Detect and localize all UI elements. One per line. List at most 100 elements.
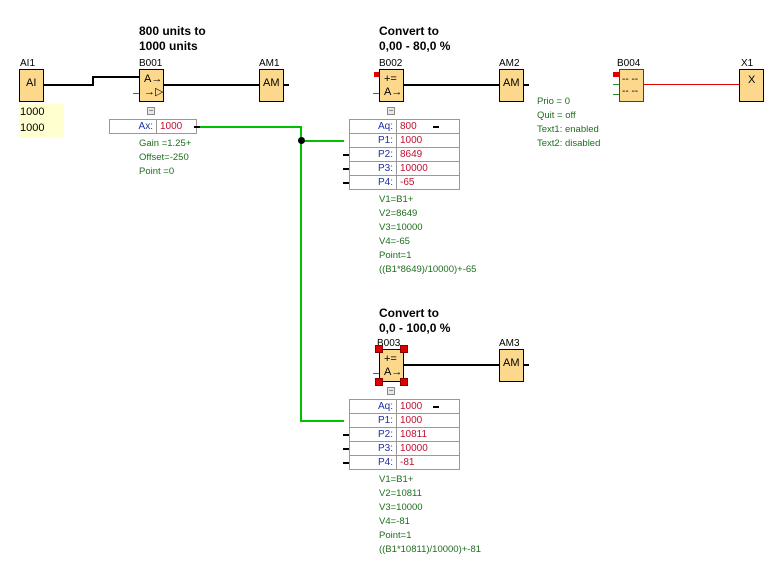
b001-info-offset: Offset=-250	[139, 152, 189, 163]
b001-comment: 800 units to 1000 units	[139, 24, 206, 54]
b001-block[interactable]: A→ →▷	[139, 69, 164, 102]
b001-info-point: Point =0	[139, 166, 175, 177]
b004-glyph-top: -- --	[622, 74, 639, 85]
param-key: P2:	[349, 147, 397, 162]
param-key: Aq:	[349, 119, 397, 134]
am2-label: AM2	[499, 58, 520, 69]
wire-to-b002-p1[interactable]	[300, 140, 344, 142]
b003-param-row-aq[interactable]: Aq:1000	[349, 399, 460, 414]
b002-glyph-bottom: A→	[384, 86, 403, 98]
b003-comment-line1: Convert to	[379, 306, 439, 320]
b002-param-row-p3[interactable]: P3:10000	[349, 161, 460, 176]
b001-param-row[interactable]: Ax: 1000	[109, 119, 197, 134]
b003-input-pin	[373, 373, 379, 374]
b002-param-table: Aq:800 P1:1000 P2:8649 P3:10000 P4:-65	[349, 119, 460, 190]
b003-param-table: Aq:1000 P1:1000 P2:10811 P3:10000 P4:-81	[349, 399, 460, 470]
param-value[interactable]: 10000	[396, 441, 460, 456]
b003-comment: Convert to 0,0 - 100,0 %	[379, 306, 450, 336]
param-value[interactable]: 1000	[396, 133, 460, 148]
param-value[interactable]: -65	[396, 175, 460, 190]
b002-collapse-button[interactable]: −	[387, 106, 395, 115]
param-value[interactable]: 10000	[396, 161, 460, 176]
param-key: P4:	[349, 455, 397, 470]
param-key: P3:	[349, 161, 397, 176]
b003-selection-handle-bl[interactable]	[375, 378, 383, 386]
b003-info-v2: V2=10811	[379, 488, 422, 499]
am1-glyph: AM	[263, 77, 280, 89]
wire-ax-vertical[interactable]	[300, 126, 302, 421]
b003-selection-handle-tr[interactable]	[400, 345, 408, 353]
param-value[interactable]: 1000	[396, 413, 460, 428]
b001-param-table: Ax: 1000	[109, 119, 197, 134]
b002-p3-pin	[343, 168, 349, 170]
b002-info-v4: V4=-65	[379, 236, 410, 247]
b004-info: Prio = 0 Quit = off Text1: enabled Text2…	[537, 95, 600, 151]
ai1-value-1: 1000	[20, 106, 45, 118]
b003-info-v4: V4=-81	[379, 516, 410, 527]
param-value[interactable]: 800	[396, 119, 460, 134]
param-value[interactable]: 1000	[396, 399, 460, 414]
b004-block[interactable]: -- -- -- --	[619, 69, 644, 102]
b002-param-row-p1[interactable]: P1:1000	[349, 133, 460, 148]
b003-block[interactable]: += A→	[379, 349, 404, 382]
x1-glyph: X	[748, 74, 756, 86]
b001-label: B001	[139, 58, 163, 69]
b003-collapse-button[interactable]: −	[387, 386, 395, 395]
b002-param-row-p4[interactable]: P4:-65	[349, 175, 460, 190]
b002-param-row-aq[interactable]: Aq:800	[349, 119, 460, 134]
ai1-block[interactable]: AI	[19, 69, 44, 102]
b004-info-quit: Quit = off	[537, 110, 576, 121]
b003-param-row-p4[interactable]: P4:-81	[349, 455, 460, 470]
b003-info: V1=B1+ V2=10811 V3=10000 V4=-81 Point=1 …	[379, 473, 481, 557]
b002-param-row-p2[interactable]: P2:8649	[349, 147, 460, 162]
param-value[interactable]: 10811	[396, 427, 460, 442]
param-value[interactable]: 1000	[156, 119, 197, 134]
b002-info-v1: V1=B1+	[379, 194, 414, 205]
b003-comment-line2: 0,0 - 100,0 %	[379, 321, 451, 335]
wire-ai1-b001[interactable]	[44, 84, 93, 86]
am2-output-pin	[524, 84, 529, 86]
param-key: P1:	[349, 413, 397, 428]
wire-b001-am1[interactable]	[164, 84, 259, 86]
b003-p2-pin	[343, 434, 349, 436]
b002-block[interactable]: += A→	[379, 69, 404, 102]
b004-enable-pin	[613, 72, 619, 77]
b003-param-row-p1[interactable]: P1:1000	[349, 413, 460, 428]
b004-input-pin-2	[613, 94, 619, 95]
am3-glyph: AM	[503, 357, 520, 369]
ai1-label: AI1	[20, 58, 36, 69]
b002-glyph-top: +=	[384, 73, 397, 85]
wire-b001-ax[interactable]	[200, 126, 302, 128]
b003-p3-pin	[343, 448, 349, 450]
b004-info-text1: Text1: enabled	[537, 124, 599, 135]
b003-glyph-top: +=	[384, 353, 397, 365]
b003-param-row-p2[interactable]: P2:10811	[349, 427, 460, 442]
am1-block[interactable]: AM	[259, 69, 284, 102]
wire-b002-am2[interactable]	[404, 84, 499, 86]
b003-selection-handle-tl[interactable]	[375, 345, 383, 353]
b003-info-point: Point=1	[379, 530, 412, 541]
b002-p2-pin	[343, 154, 349, 156]
wire-ai1-b001-end[interactable]	[92, 76, 139, 78]
b002-comment: Convert to 0,00 - 80,0 %	[379, 24, 450, 54]
ai1-value-2: 1000	[20, 122, 45, 134]
am3-output-pin	[524, 364, 529, 366]
b003-selection-handle-br[interactable]	[400, 378, 408, 386]
wire-ai1-b001-step[interactable]	[92, 76, 94, 86]
x1-block[interactable]: X	[739, 69, 764, 102]
am3-block[interactable]: AM	[499, 349, 524, 382]
param-key: Ax:	[109, 119, 157, 134]
wire-junction-dot	[298, 137, 305, 144]
wire-to-b003-p1[interactable]	[300, 420, 344, 422]
am2-block[interactable]: AM	[499, 69, 524, 102]
param-value[interactable]: -81	[396, 455, 460, 470]
am3-label: AM3	[499, 338, 520, 349]
wire-b003-am3[interactable]	[404, 364, 499, 366]
b001-collapse-button[interactable]: −	[147, 106, 155, 115]
param-value[interactable]: 8649	[396, 147, 460, 162]
wire-b004-x1[interactable]	[644, 84, 739, 85]
b002-info-point: Point=1	[379, 250, 412, 261]
b003-param-row-p3[interactable]: P3:10000	[349, 441, 460, 456]
b004-label: B004	[617, 58, 641, 69]
b002-comment-line1: Convert to	[379, 24, 439, 38]
